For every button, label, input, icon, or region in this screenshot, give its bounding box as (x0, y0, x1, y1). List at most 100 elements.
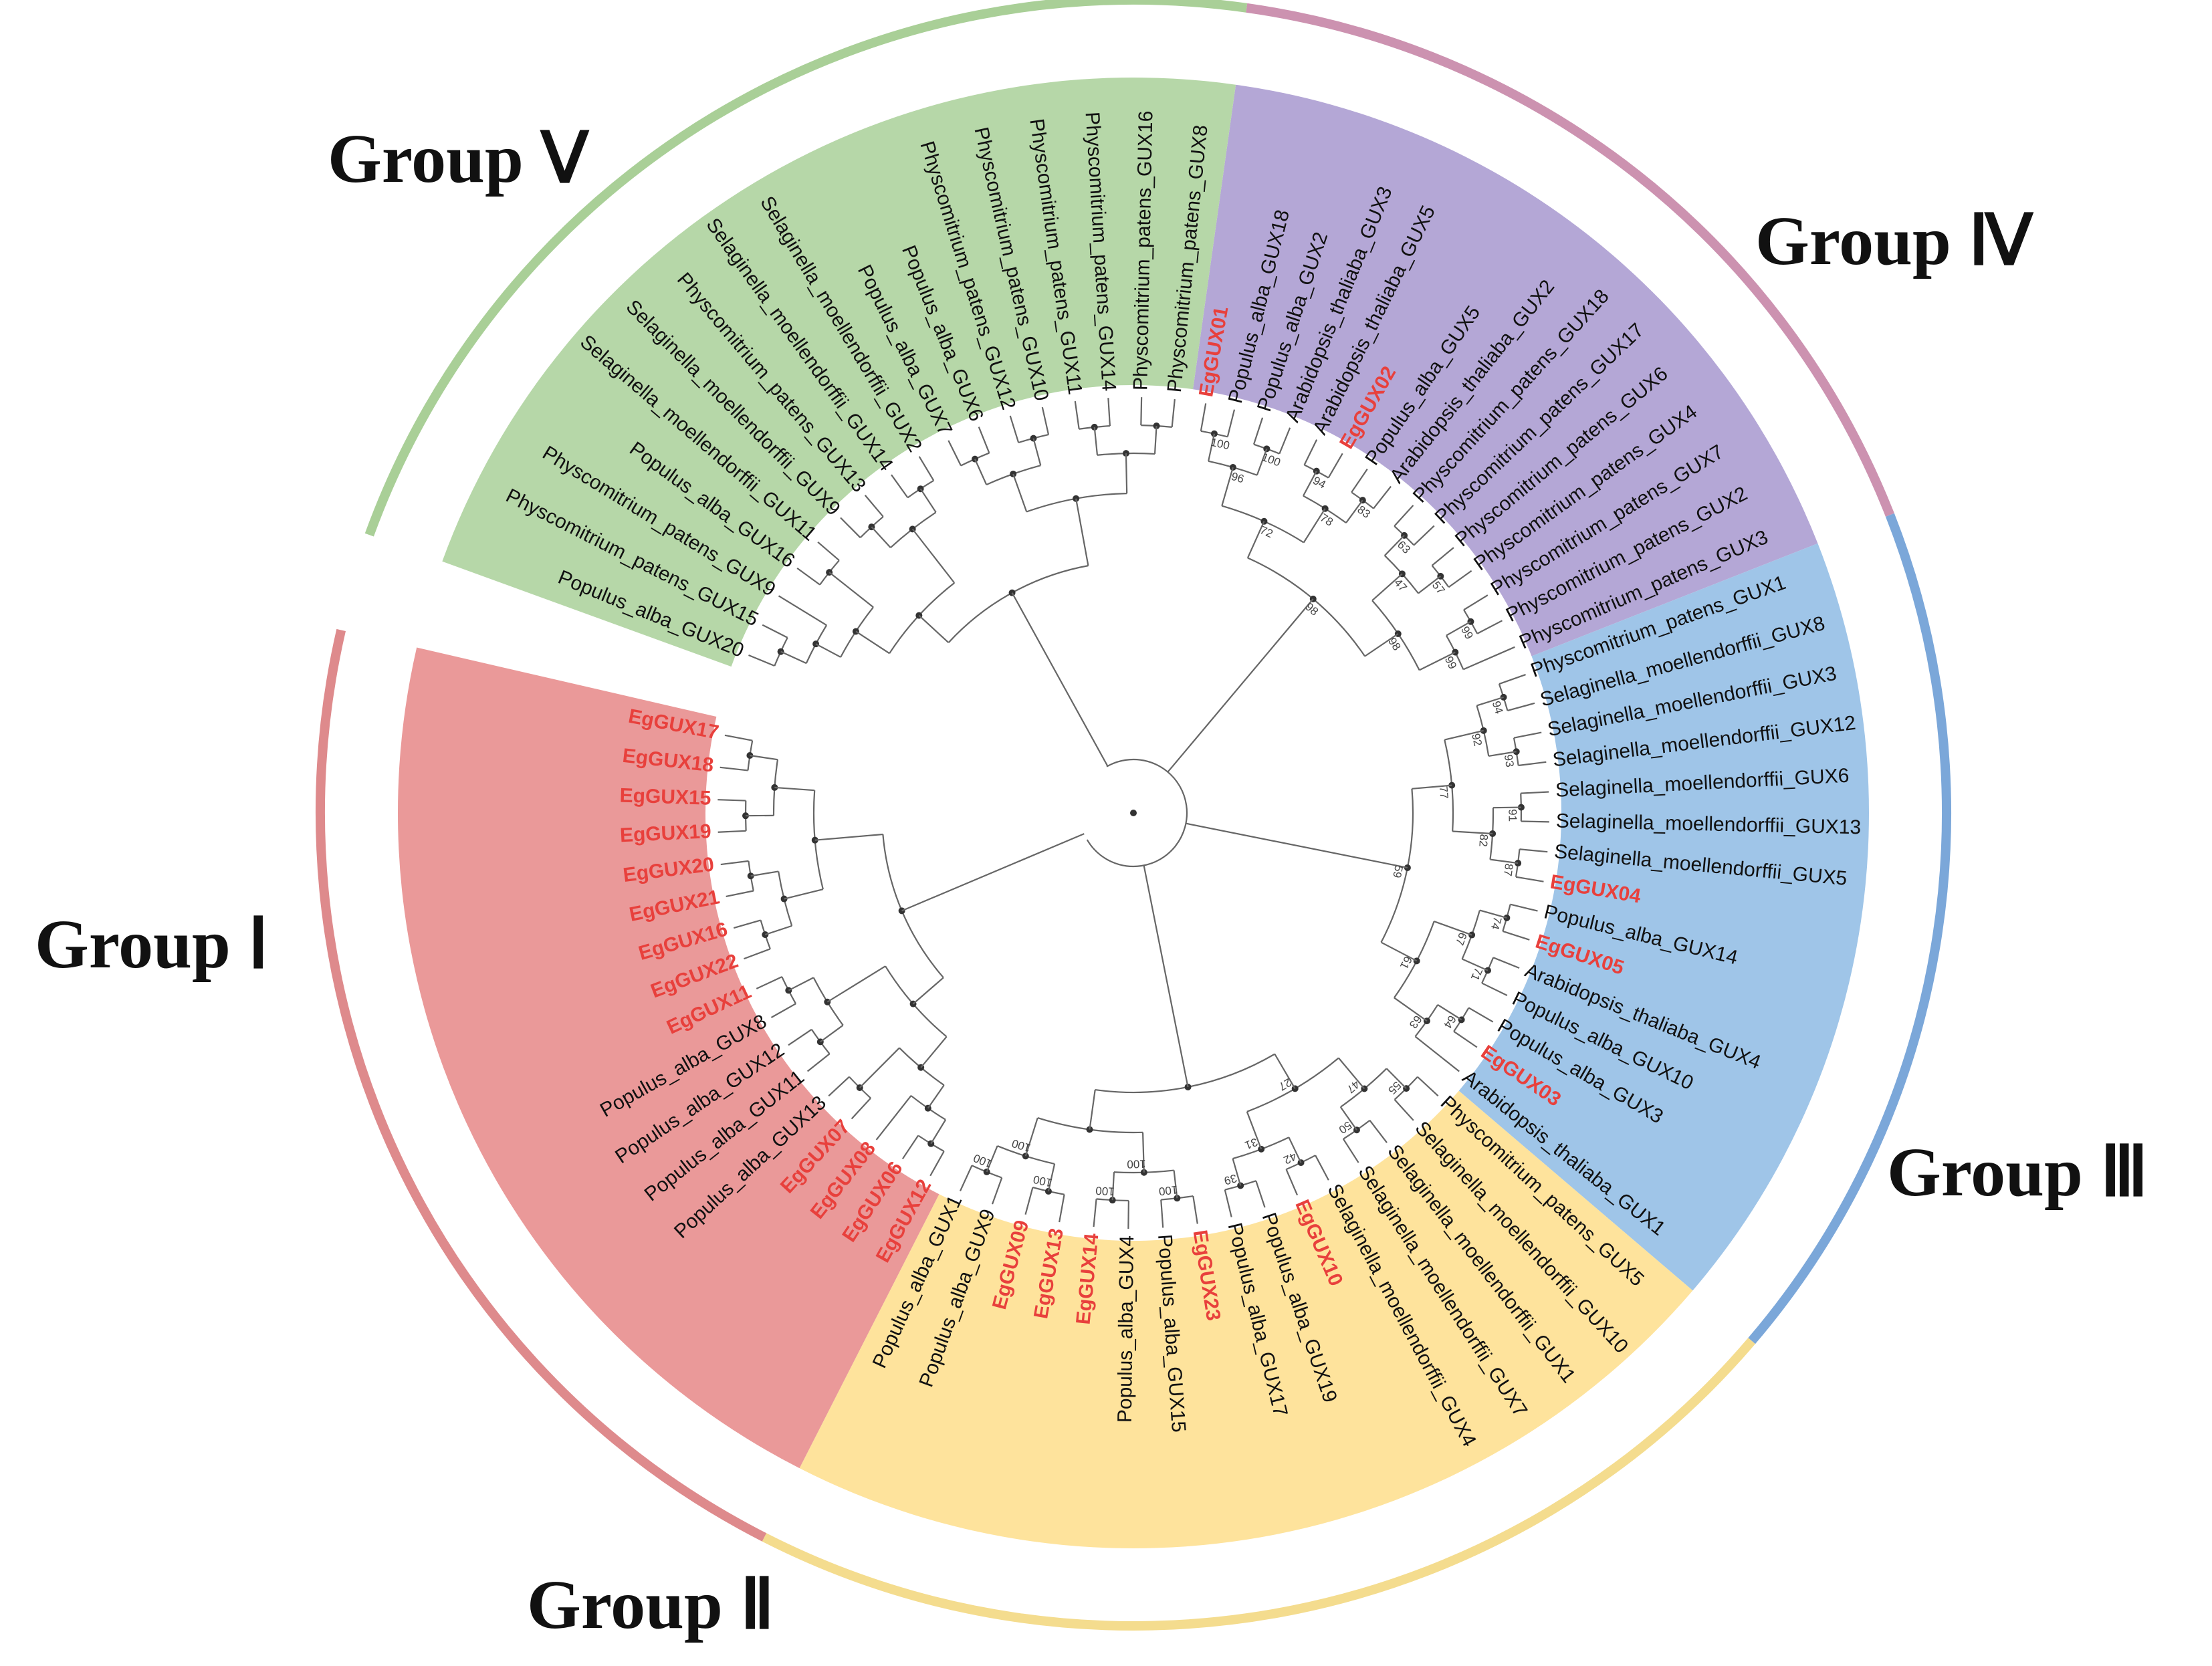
branch (918, 456, 935, 481)
tree-node (1515, 860, 1522, 867)
branch (1521, 820, 1549, 823)
branch (1093, 1199, 1097, 1227)
branch (1394, 505, 1414, 527)
branch (927, 1084, 945, 1109)
branch (1507, 702, 1535, 712)
tree-node (1448, 782, 1456, 789)
branch (871, 526, 891, 548)
group-label-i: Group Ⅰ (35, 906, 269, 983)
branch (911, 528, 956, 584)
branch (1208, 433, 1215, 462)
bootstrap-value: 96 (1230, 470, 1245, 485)
branch (817, 541, 840, 562)
bootstrap-value: 91 (1506, 809, 1519, 822)
branch (1463, 594, 1488, 611)
group-label-ii: Group Ⅱ (527, 1566, 774, 1643)
branch (1186, 822, 1408, 869)
branch (1339, 1106, 1357, 1130)
branch (1303, 439, 1318, 465)
branch (1437, 1004, 1462, 1021)
bootstrap-value: 92 (1469, 732, 1484, 747)
branch (1476, 620, 1503, 634)
branch (1127, 1200, 1129, 1229)
tree-node (972, 455, 979, 463)
branch (1143, 865, 1189, 1088)
leaf-label: Populus_alba_GUX4 (1114, 1235, 1138, 1423)
branch (1462, 958, 1488, 971)
bootstrap-value: 72 (1258, 523, 1275, 540)
branch (1492, 957, 1520, 969)
branch (720, 766, 748, 771)
branch (764, 925, 792, 936)
branch (1510, 903, 1538, 912)
branch (1288, 1137, 1302, 1163)
branch (1279, 427, 1291, 455)
ring-group-iv (1246, 3, 1894, 517)
branch (814, 833, 883, 841)
branch (1086, 758, 1188, 868)
branch (1481, 982, 1508, 996)
branch (1419, 651, 1456, 671)
group-labels: Group Ⅴ Group Ⅳ Group Ⅰ Group Ⅲ Group Ⅱ (35, 120, 2148, 1643)
branch (750, 754, 778, 761)
group-label-iii: Group Ⅲ (1887, 1134, 2148, 1211)
branch (1394, 1099, 1414, 1121)
branch (756, 976, 782, 989)
tree-node (983, 1168, 990, 1175)
tree-node (1513, 748, 1520, 755)
branch (920, 1036, 948, 1068)
branch (1315, 1155, 1329, 1181)
branch (733, 919, 761, 929)
branch (1171, 398, 1176, 427)
branch (1059, 1194, 1065, 1223)
branch (724, 734, 753, 741)
branch (1384, 535, 1405, 556)
bootstrap-value: 100 (1095, 1184, 1115, 1198)
tree-node (1484, 967, 1491, 974)
tree-node (1030, 435, 1037, 442)
branch (1256, 448, 1268, 476)
branch (1338, 1057, 1365, 1090)
branch (1518, 761, 1547, 767)
tree-node (1452, 648, 1459, 656)
branch (1503, 930, 1530, 941)
ring-group-v (364, 0, 1248, 537)
branch (1513, 731, 1542, 739)
wedge-group-iv (1193, 84, 1818, 657)
bootstrap-value: 100 (1158, 1183, 1178, 1198)
branch (912, 977, 944, 1005)
tree-node (1517, 804, 1525, 811)
leaf-label: Physcomitrium_patens_GUX16 (1129, 110, 1157, 390)
branch (959, 1165, 973, 1191)
branch (1468, 1007, 1494, 1023)
branch (948, 440, 962, 467)
branch (717, 830, 746, 833)
branch (806, 1053, 831, 1072)
branch (1224, 1189, 1232, 1217)
branch (1024, 1117, 1038, 1157)
branch (1200, 403, 1207, 432)
tree-node (1237, 1182, 1244, 1189)
ring-group-ii (762, 1338, 1755, 1631)
branch (1351, 469, 1368, 493)
leaf-label: EgGUX15 (619, 784, 711, 809)
branch (864, 495, 884, 517)
branch (1167, 598, 1314, 773)
branch (780, 650, 807, 665)
branch (778, 595, 827, 626)
branch (859, 1047, 900, 1088)
tree-node (1210, 430, 1218, 437)
branch (720, 860, 749, 866)
branch (1394, 997, 1428, 1022)
tree-node (1503, 914, 1511, 921)
branch (788, 977, 814, 991)
branch (1499, 674, 1526, 685)
branch (855, 630, 890, 654)
bootstrap-value: 59 (1390, 864, 1405, 879)
branch (1255, 1180, 1266, 1208)
group-label-v: Group Ⅴ (328, 120, 590, 197)
tree-node (1404, 864, 1411, 871)
branch (774, 786, 815, 792)
branch (1274, 1054, 1296, 1089)
